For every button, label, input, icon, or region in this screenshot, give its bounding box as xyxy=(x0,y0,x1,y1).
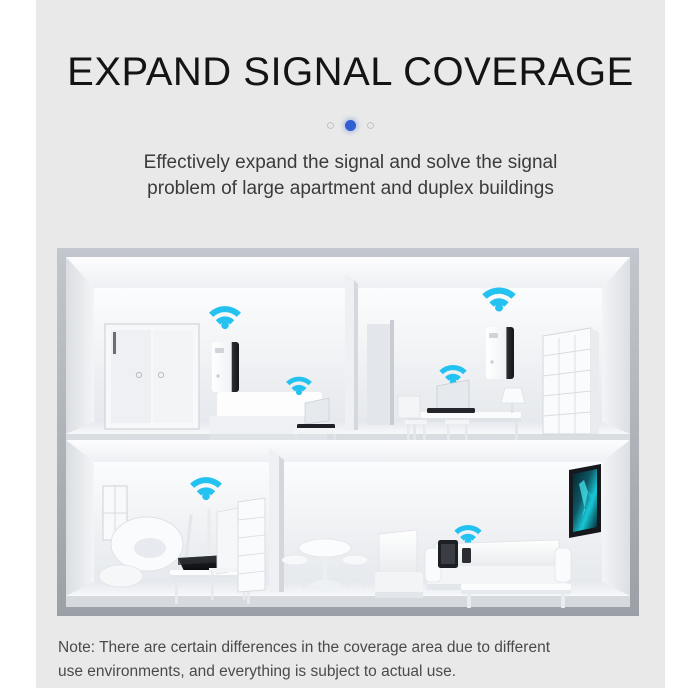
round-table-with-stools xyxy=(281,538,369,592)
desk-with-laptop xyxy=(397,364,526,450)
upper-floor xyxy=(66,257,630,454)
bean-bag-chair xyxy=(98,516,184,588)
carousel-dots xyxy=(36,120,665,131)
page-subtitle: Effectively expand the signal and solve … xyxy=(36,150,665,202)
note-line-1: Note: There are certain differences in t… xyxy=(58,639,551,656)
carousel-dot-3[interactable] xyxy=(367,122,374,129)
house-cross-section-illustration xyxy=(57,248,639,616)
wifi-range-extender-upper-left xyxy=(209,306,241,392)
subtitle-line-2: problem of large apartment and duplex bu… xyxy=(147,178,554,199)
wall-mounted-tv xyxy=(569,464,601,538)
note-line-2: use environments, and everything is subj… xyxy=(58,663,457,680)
lower-floor xyxy=(66,440,630,608)
subtitle-line-1: Effectively expand the signal and solve … xyxy=(143,152,558,173)
shelf-ladder xyxy=(237,497,266,593)
armchair xyxy=(375,529,423,598)
page-title: EXPAND SIGNAL COVERAGE xyxy=(67,50,634,94)
carousel-dot-2-active[interactable] xyxy=(345,120,356,131)
wifi-range-extender-upper-right xyxy=(482,287,516,379)
coffee-table xyxy=(461,584,571,608)
grid-bookshelf xyxy=(542,327,599,435)
footer-note: Note: There are certain differences in t… xyxy=(58,636,643,684)
wardrobe xyxy=(104,323,200,430)
carousel-dot-1[interactable] xyxy=(327,122,334,129)
